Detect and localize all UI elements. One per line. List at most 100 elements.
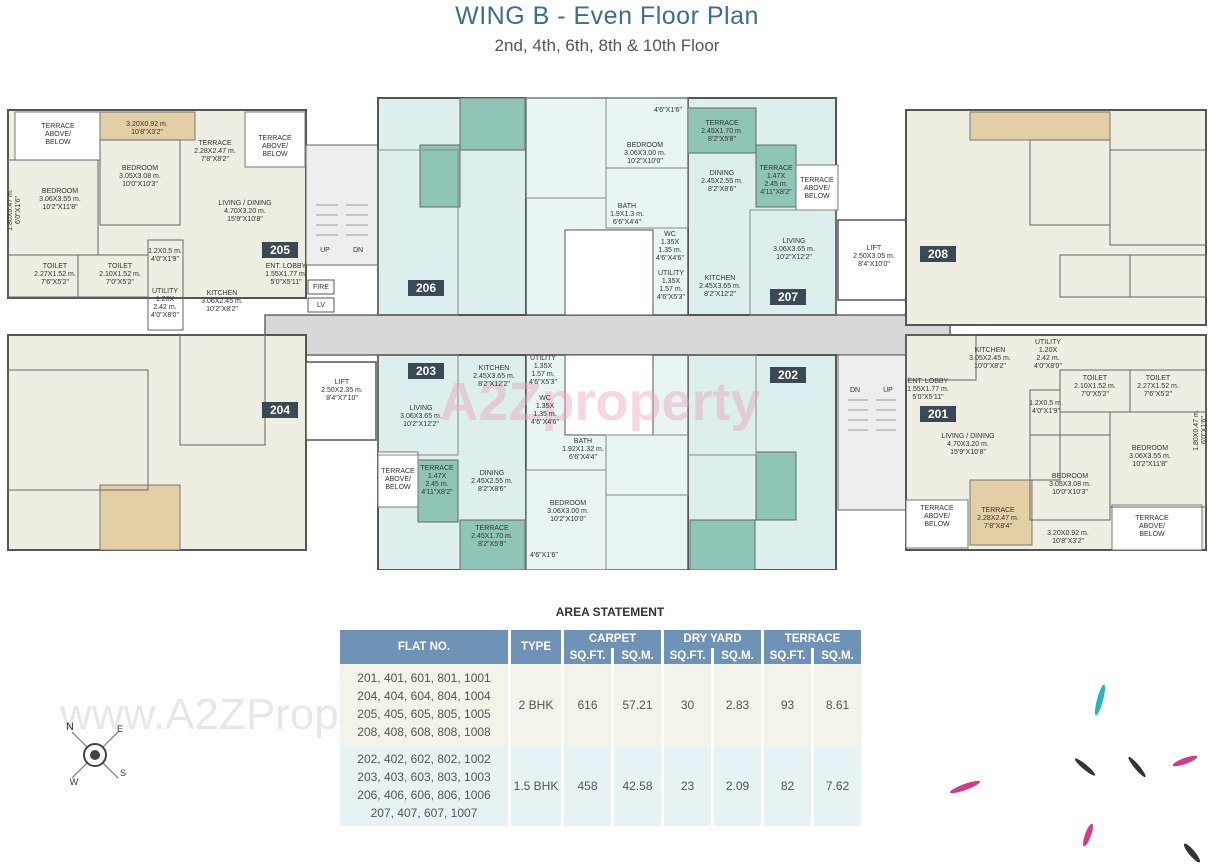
- shaft-top: [564, 229, 654, 316]
- terrace-teal-207b: [755, 144, 797, 208]
- flat-type: 1.5 BHK: [511, 746, 561, 826]
- room-label-side-dim-r: 1.80X0.47 m.6'0"X1'6": [1193, 409, 1208, 451]
- terrace-white-2: [244, 111, 306, 168]
- room-label-side-dim-l: 1.80X0.47 m.6'0"X1'6": [7, 189, 22, 231]
- svg-text:208: 208: [928, 247, 948, 261]
- svg-text:202: 202: [778, 368, 798, 382]
- unit-badge-201[interactable]: 201: [920, 406, 956, 422]
- compass-icon: N E S W: [66, 721, 126, 787]
- unit-badge-202[interactable]: 202: [770, 367, 806, 383]
- unit-badge-203[interactable]: 203: [408, 363, 444, 379]
- unit-badge-206[interactable]: 206: [408, 280, 444, 296]
- terrace-wood-201: [969, 479, 1033, 546]
- carpet-sqm: 57.21: [614, 664, 661, 746]
- svg-text:205: 205: [270, 243, 290, 257]
- unit-badge-207[interactable]: 207: [770, 289, 806, 305]
- terrace-sqft: 93: [764, 664, 811, 746]
- terrace-sqm: 7.62: [814, 746, 861, 826]
- col-dry-yard: DRY YARD: [664, 630, 761, 648]
- page-title: WING B - Even Floor Plan: [455, 2, 759, 30]
- page-subtitle: 2nd, 4th, 6th, 8th & 10th Floor: [494, 36, 720, 55]
- common-corridor: [264, 314, 951, 356]
- terrace-white-4: [377, 451, 419, 508]
- room-label-fire: FIRE: [313, 284, 329, 291]
- terrace-white-5: [905, 499, 969, 549]
- compass-e: E: [117, 724, 123, 734]
- svg-text:203: 203: [416, 364, 436, 378]
- flat-208-area: [905, 109, 1207, 326]
- col-carpet-sqm: SQ.M.: [614, 648, 661, 664]
- col-dry-sqft: SQ.FT.: [664, 648, 711, 664]
- room-label-dim-320-tl: 3.20X0.92 m.10'8"X3'2": [126, 121, 168, 136]
- lift-left-shaft: [305, 361, 377, 441]
- unit-badge-205[interactable]: 205: [262, 242, 298, 258]
- dry-sqm: 2.83: [714, 664, 761, 746]
- terrace-teal-206: [459, 97, 526, 151]
- room-label-wc-dim-205: 1.2X0.5 m.4'0"X1'9": [148, 248, 182, 263]
- svg-text:207: 207: [778, 290, 798, 304]
- room-label-up-l: UP: [320, 247, 330, 254]
- lift-right-shaft: [837, 219, 907, 301]
- terrace-sqm: 8.61: [814, 664, 861, 746]
- decorative-leaves-icon: [949, 684, 1201, 863]
- fire-duct: [307, 279, 335, 295]
- room-label-dim-320-br: 3.20X0.92 m.10'8"X3'2": [1047, 530, 1089, 545]
- terrace-teal-203b: [417, 459, 459, 523]
- terrace-white-3: [795, 164, 839, 211]
- room-walls-205: [99, 139, 181, 226]
- carpet-sqm: 42.58: [614, 746, 661, 826]
- terrace-teal-203: [459, 519, 526, 570]
- terrace-teal-206b: [419, 144, 461, 208]
- terrace-white-1: [14, 111, 101, 161]
- compass-w: W: [70, 777, 79, 787]
- carpet-sqft: 458: [564, 746, 611, 826]
- col-type: TYPE: [511, 630, 561, 664]
- area-statement-title: AREA STATEMENT: [555, 605, 665, 619]
- flat-type: 2 BHK: [511, 664, 561, 746]
- room-label-dn-r: DN: [850, 387, 860, 394]
- compass-n: N: [66, 721, 74, 733]
- col-carpet-sqft: SQ.FT.: [564, 648, 611, 664]
- col-dry-sqm: SQ.M.: [714, 648, 761, 664]
- unit-badge-208[interactable]: 208: [920, 246, 956, 262]
- dry-sqft: 30: [664, 664, 711, 746]
- terrace-teal-202b: [755, 451, 797, 521]
- area-statement-table: FLAT NO. TYPE CARPET DRY YARD TERRACE SQ…: [337, 630, 864, 826]
- lv-duct: [307, 297, 335, 313]
- unit-badge-204[interactable]: 204: [262, 402, 298, 418]
- staircase-right: [837, 354, 909, 511]
